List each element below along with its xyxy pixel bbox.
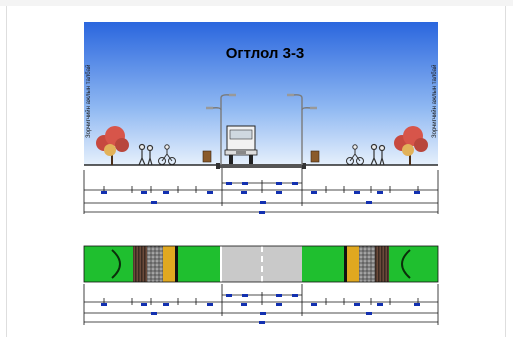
street-lamp-icon <box>287 93 317 165</box>
pedestrian-icon <box>138 143 154 166</box>
plan-hatch-left <box>133 246 147 282</box>
plan-bike-lane-right <box>347 246 359 282</box>
side-label-left: Зорчигчийн ажлын талбай <box>86 64 92 138</box>
plan-gravel-right <box>359 246 375 282</box>
tree-icon <box>96 126 129 165</box>
dimension-marks-bottom <box>101 294 420 324</box>
bin-icon <box>202 150 212 163</box>
plan-view <box>83 245 439 283</box>
left-rule <box>6 6 7 337</box>
plan-bike-lane-left <box>163 246 175 282</box>
plan-gravel-left <box>147 246 163 282</box>
sky-background <box>84 22 438 165</box>
road-base <box>218 164 304 168</box>
street-lamp-icon <box>206 93 236 165</box>
plan-hatch-right <box>375 246 389 282</box>
plan-tree-arc-left <box>111 249 121 279</box>
plan-edge-right <box>344 246 347 282</box>
dimension-marks-top <box>101 182 420 214</box>
side-label-right: Зорчигчийн ажлын талбай <box>432 64 438 138</box>
curb-right <box>302 163 306 169</box>
plan-edge-left <box>175 246 178 282</box>
dimension-lines-top <box>83 168 439 214</box>
top-strip <box>0 0 513 6</box>
plan-outline <box>83 245 439 283</box>
section-title: Огтлол 3-3 <box>225 45 305 62</box>
pedestrian-icon <box>370 143 386 166</box>
plan-tree-arc-right <box>401 249 411 279</box>
truck-icon <box>224 125 258 164</box>
cyclist-icon <box>346 144 364 165</box>
dimension-lines-bottom <box>83 284 439 325</box>
tree-icon <box>394 126 428 165</box>
curb-left <box>216 163 220 169</box>
right-rule <box>505 6 506 337</box>
cross-section-elevation <box>84 22 438 169</box>
cyclist-icon <box>158 144 176 165</box>
bin-icon <box>310 150 320 163</box>
